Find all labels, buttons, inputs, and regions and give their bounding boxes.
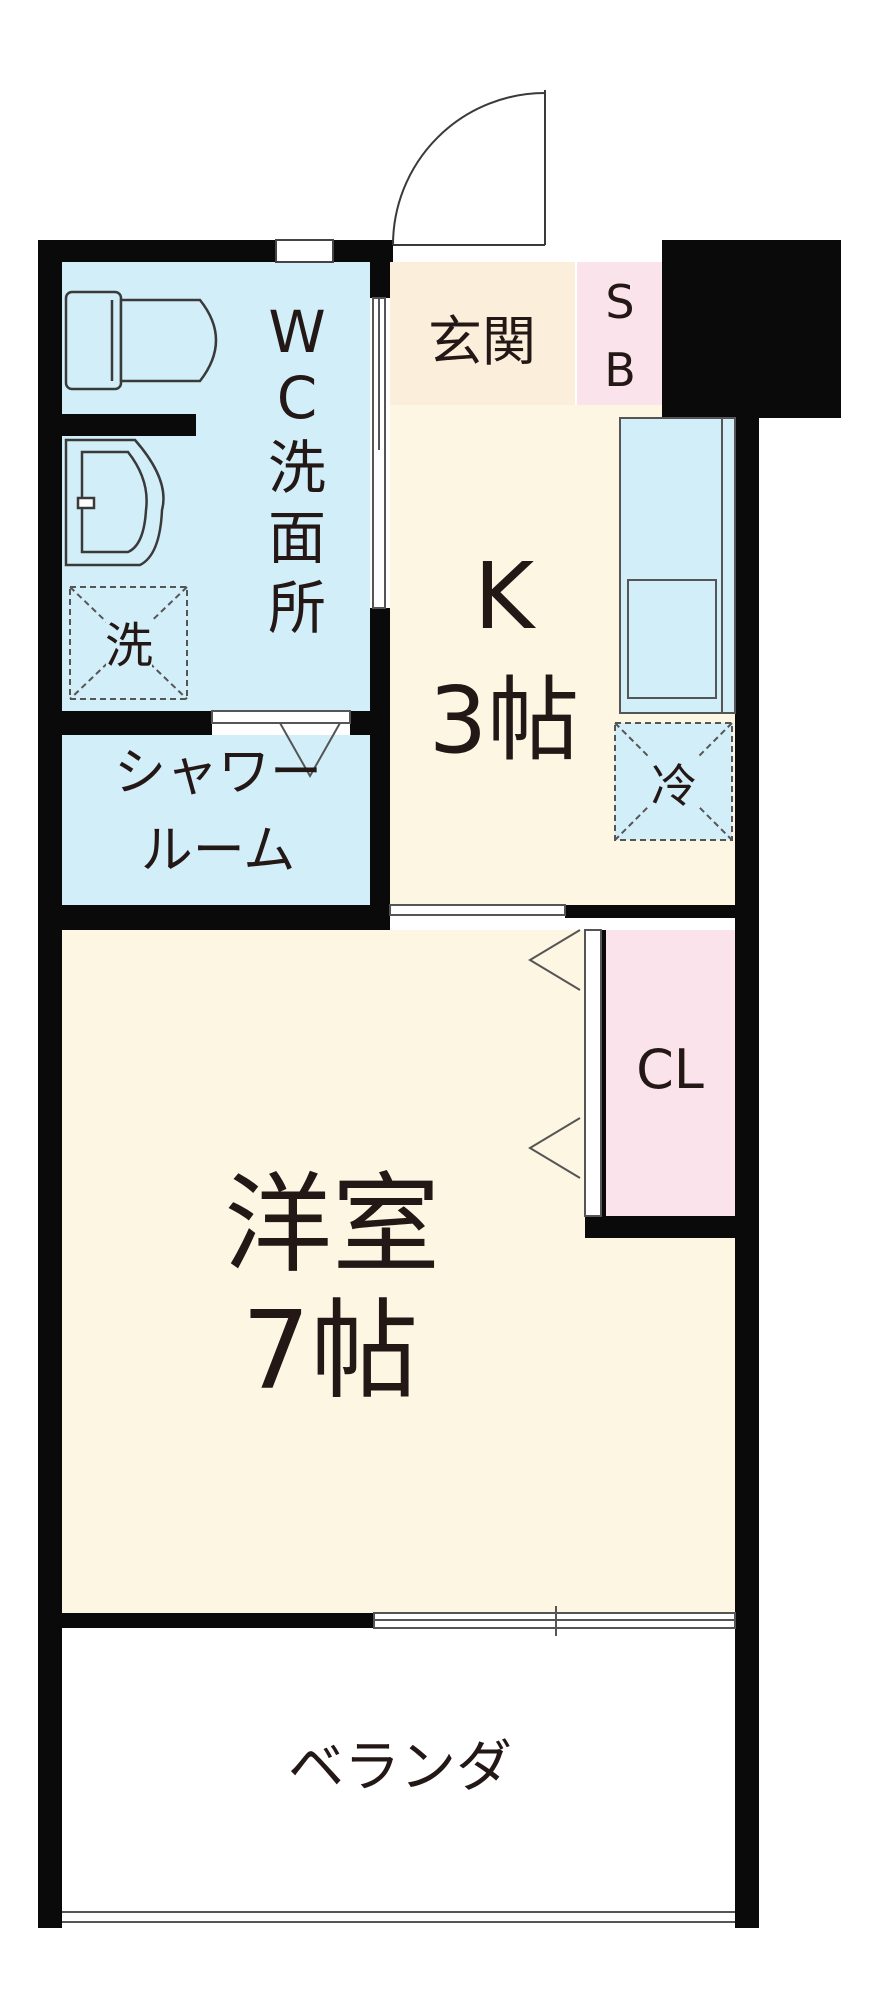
- entrance-label: 玄関: [428, 310, 536, 373]
- closet-doors: [528, 929, 602, 1217]
- wc-label-3: 洗: [268, 434, 326, 502]
- shower-label-1: シャワー: [114, 743, 322, 803]
- wash-basin-icon: [64, 438, 165, 567]
- shower-room: [62, 735, 370, 905]
- shower-label-2: ルーム: [141, 821, 295, 881]
- wc-label-5: 所: [268, 574, 326, 642]
- wc-label-1: W: [268, 298, 325, 366]
- fridge-label: 冷: [651, 759, 697, 813]
- kitchen-counter-icon: [619, 417, 736, 714]
- wc-window: [275, 239, 334, 263]
- shoebox-label-2: B: [604, 343, 636, 397]
- kitchen-label-1: K: [474, 543, 537, 650]
- closet: [606, 930, 735, 1216]
- entrance-area: [390, 262, 575, 405]
- shoebox-label-1: S: [605, 275, 634, 329]
- balcony-area: [62, 1628, 735, 1928]
- western-label-2: 7帖: [242, 1289, 419, 1414]
- balcony-label: ベランダ: [288, 1735, 512, 1800]
- washer-label: 洗: [105, 618, 153, 674]
- entrance-door: [392, 90, 546, 246]
- balcony-railing: [62, 1911, 735, 1923]
- wc-sliding-door: [372, 297, 386, 609]
- kitchen-opening: [389, 904, 566, 916]
- kitchen-label-2: 3帖: [429, 667, 580, 774]
- walls: [38, 240, 841, 1928]
- closet-label: CL: [636, 1038, 704, 1101]
- shower-door: [211, 710, 351, 779]
- balcony-window: [373, 1606, 736, 1636]
- shoebox: [577, 262, 662, 405]
- western-label-1: 洋室: [224, 1163, 440, 1288]
- wc-label-4: 面: [268, 504, 326, 572]
- toilet-icon: [64, 290, 218, 391]
- wc-label-2: C: [277, 364, 318, 432]
